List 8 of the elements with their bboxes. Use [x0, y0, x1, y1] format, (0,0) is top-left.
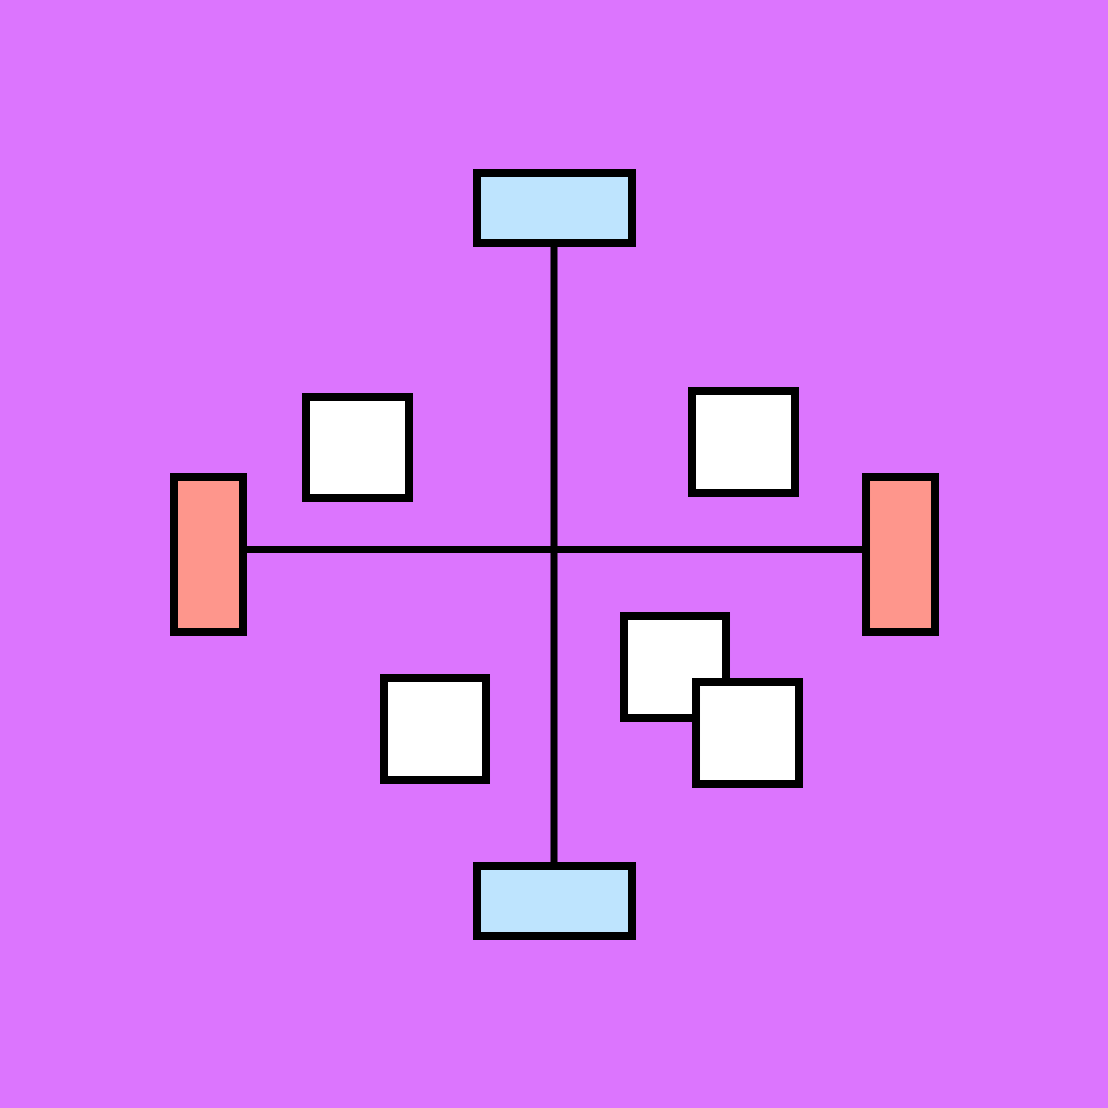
end-block	[862, 473, 939, 636]
square-box	[380, 674, 490, 784]
square-box	[302, 393, 413, 502]
end-block	[473, 862, 636, 940]
end-block	[473, 169, 636, 247]
square-box	[688, 387, 799, 497]
square-box	[692, 678, 803, 788]
end-block	[170, 473, 247, 636]
